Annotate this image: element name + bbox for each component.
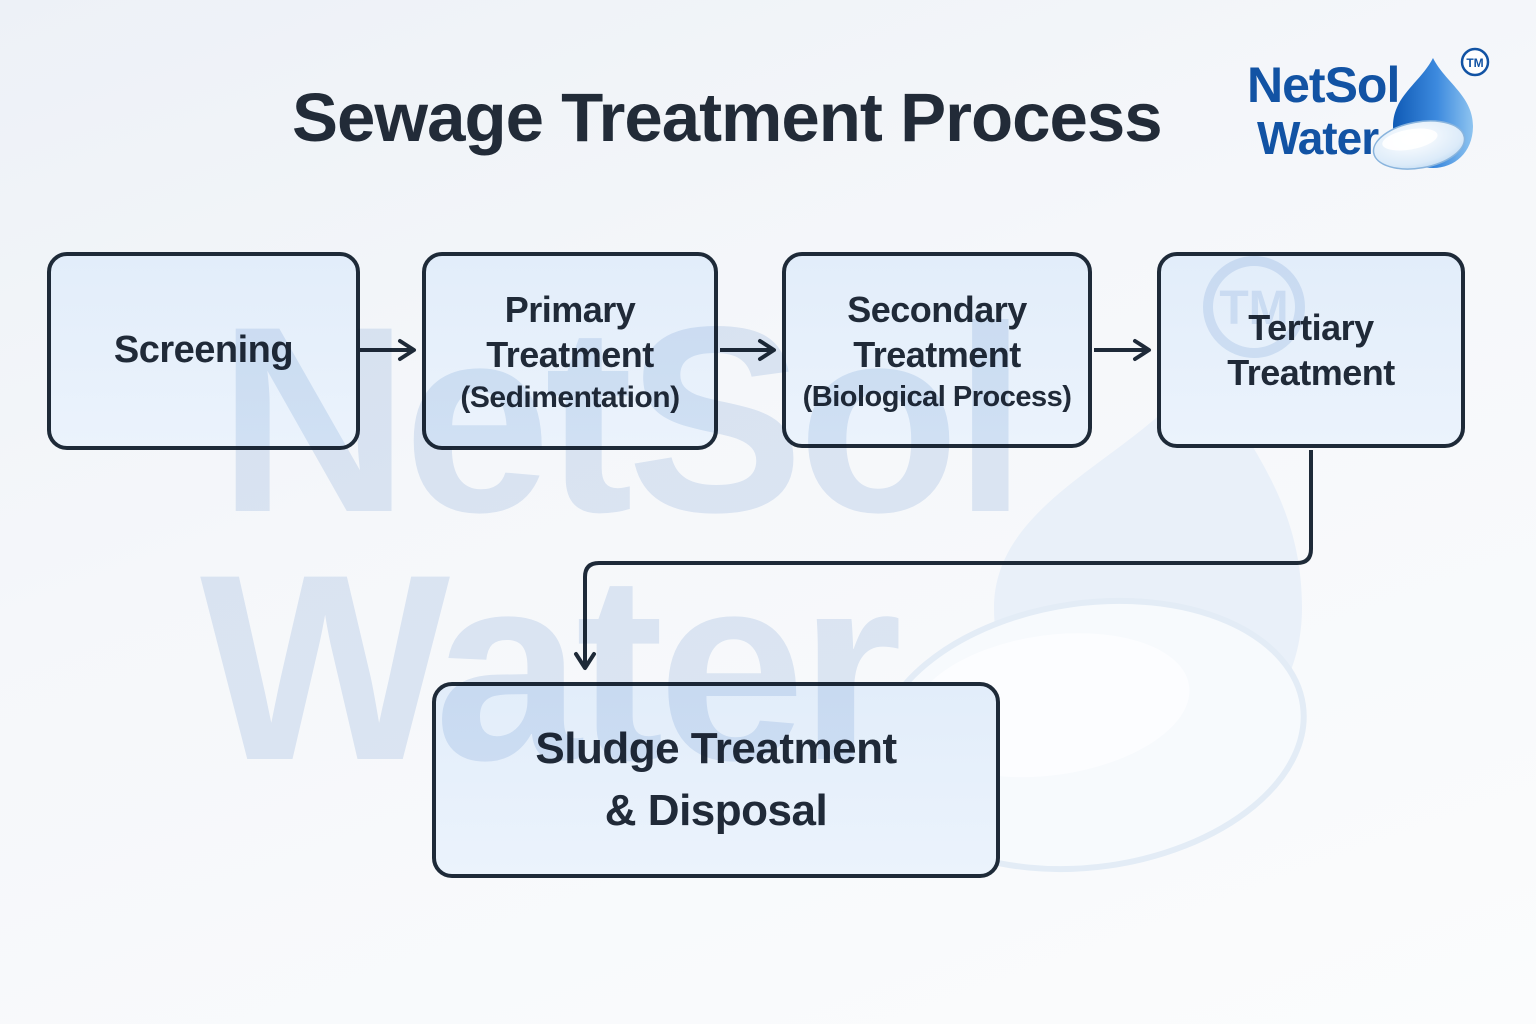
logo-lens-highlight bbox=[1382, 128, 1438, 151]
node-secondary-treatment: Secondary Treatment (Biological Process) bbox=[782, 252, 1092, 448]
node-sublabel: (Sedimentation) bbox=[460, 381, 680, 414]
node-label-line: Treatment bbox=[853, 333, 1021, 375]
node-label-line: Treatment bbox=[1227, 352, 1395, 393]
netsol-water-logo: TM NetSol Water bbox=[1247, 47, 1490, 170]
node-label-line: & Disposal bbox=[604, 786, 828, 835]
node-label-line: Treatment bbox=[486, 334, 654, 375]
node-label-line: Tertiary bbox=[1248, 307, 1374, 348]
page-title: Sewage Treatment Process bbox=[292, 79, 1163, 156]
node-label-line: Primary bbox=[504, 289, 636, 330]
node-label-line: Secondary bbox=[847, 288, 1027, 330]
node-primary-treatment: Primary Treatment (Sedimentation) bbox=[422, 252, 718, 450]
node-label: Screening bbox=[113, 329, 294, 372]
node-sublabel: (Biological Process) bbox=[802, 380, 1072, 413]
node-label-line: Sludge Treatment bbox=[535, 724, 897, 774]
logo-name-top: NetSol bbox=[1247, 57, 1399, 113]
logo-name-bottom: Water bbox=[1257, 112, 1379, 164]
node-screening: Screening bbox=[47, 252, 360, 450]
edge-tertiary-to-sludge bbox=[574, 450, 1313, 670]
node-tertiary-treatment: Tertiary Treatment bbox=[1157, 252, 1465, 448]
logo-trademark-circle bbox=[1460, 47, 1490, 77]
node-sludge-treatment-disposal: Sludge Treatment & Disposal bbox=[432, 682, 1000, 878]
logo-trademark-text: TM bbox=[1466, 56, 1483, 70]
